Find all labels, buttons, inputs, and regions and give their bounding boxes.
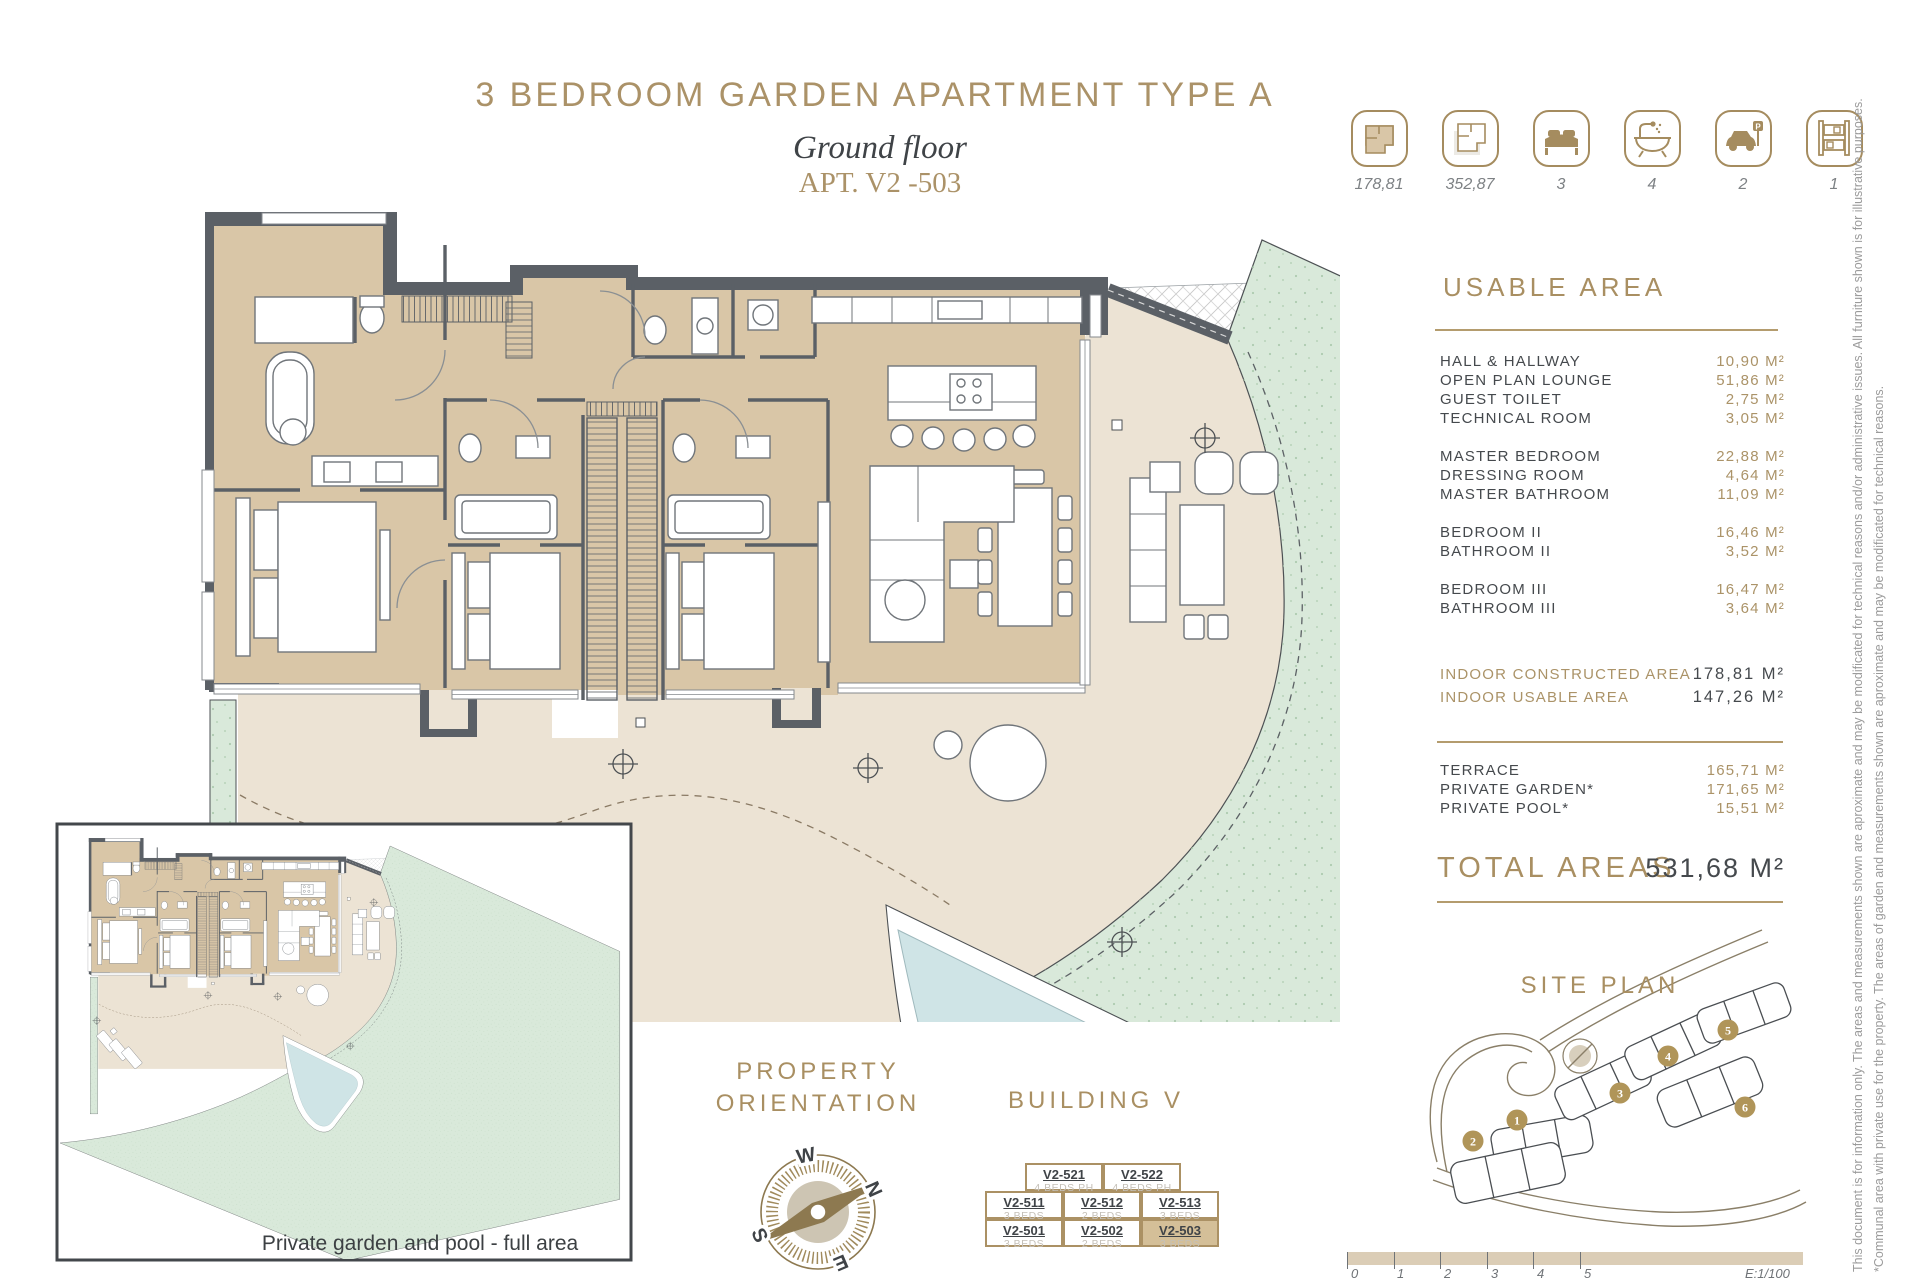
usable-area-title: USABLE AREA [1443, 272, 1667, 302]
bathrooms-icon [1623, 110, 1681, 167]
floorplan-built-icon [1350, 110, 1408, 167]
inset-caption: Private garden and pool - full area [262, 1232, 579, 1255]
apartment-code: APT. V2 -503 [798, 167, 962, 199]
stat-storage: 1 [1798, 110, 1870, 194]
property-orientation-title-1: PROPERTY [736, 1058, 900, 1085]
area-row-outdoor: PRIVATE GARDEN*171,65 M² [1440, 781, 1785, 798]
svg-text:W: W [795, 1143, 818, 1168]
svg-text:S: S [746, 1225, 772, 1246]
site-plan-title: SITE PLAN [1520, 972, 1680, 999]
stat-bedrooms: 3 [1525, 110, 1597, 194]
parking-icon: P [1714, 110, 1772, 167]
disclaimer-line-2: *Communal area with private use for the … [1872, 385, 1886, 1272]
page-subtitle: Ground floor [793, 130, 967, 166]
svg-text:6: 6 [1742, 1101, 1748, 1115]
stat-bathrooms: 4 [1616, 110, 1688, 194]
svg-text:3: 3 [1617, 1087, 1623, 1101]
storage-icon [1805, 110, 1863, 167]
stat-built-area: 178,81 [1343, 110, 1415, 194]
area-row-outdoor: PRIVATE POOL*15,51 M² [1440, 800, 1785, 817]
divider-line-3 [1437, 901, 1783, 903]
divider-line-2 [1437, 741, 1783, 743]
stat-total-area: 352,87 [1434, 110, 1506, 194]
svg-text:E: E [830, 1249, 851, 1274]
svg-text:2: 2 [1470, 1135, 1476, 1149]
total-areas-value: 531,68 M² [1645, 853, 1785, 883]
bedrooms-icon [1532, 110, 1590, 167]
svg-text:N: N [860, 1178, 886, 1200]
svg-text:1: 1 [1514, 1114, 1520, 1128]
stat-icons: 178,81 352,87 3 4 P 2 1 [1343, 110, 1870, 194]
property-orientation-title-2: ORIENTATION [715, 1090, 921, 1117]
building-v-title: BUILDING V [1007, 1087, 1185, 1114]
compass: W N S E [743, 1140, 890, 1278]
svg-text:4: 4 [1665, 1050, 1671, 1064]
page-title: 3 BEDROOM GARDEN APARTMENT TYPE A [475, 76, 1275, 114]
svg-text:5: 5 [1725, 1024, 1731, 1038]
divider-line-1 [1435, 329, 1778, 331]
inset-plan: Private garden and pool - full area [55, 822, 633, 1262]
stat-parking: P 2 [1707, 110, 1779, 194]
disclaimer-line-1: This document is for information only. T… [1851, 98, 1865, 1272]
svg-text:P: P [1755, 123, 1761, 132]
total-areas-label: TOTAL AREAS [1437, 852, 1676, 884]
floorplan-total-icon [1441, 110, 1499, 167]
scale-label: E:1/100 [1745, 1266, 1790, 1280]
site-plan: 1 2 3 4 5 6 [1429, 929, 1807, 1227]
